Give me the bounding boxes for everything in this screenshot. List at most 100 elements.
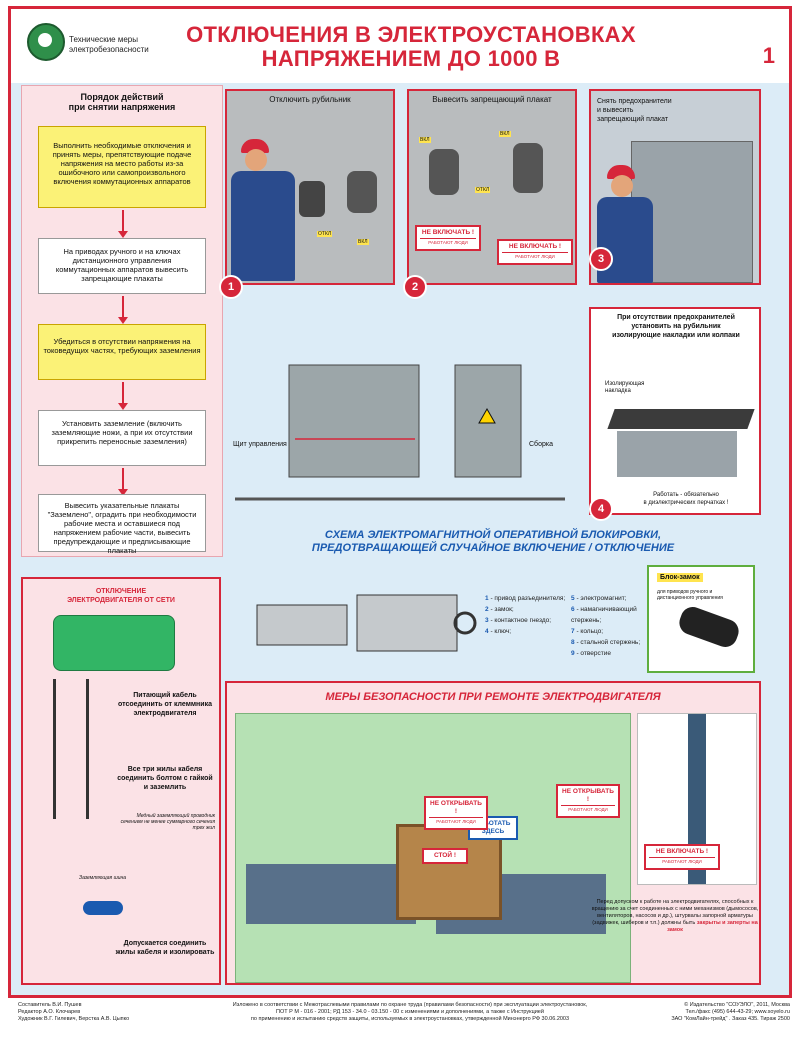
motor-title-2: ЭЛЕКТРОДВИГАТЕЛЯ ОТ СЕТИ xyxy=(67,597,175,604)
procedure-step-1: Выполнить необходимые отключения и приня… xyxy=(38,126,206,208)
panel4-caption: При отсутствии предохранителей установит… xyxy=(593,313,759,340)
repair-note: Перед допуском к работе на электродвигат… xyxy=(591,899,759,933)
procedure-title-1: Порядок действий xyxy=(80,92,164,102)
sign-no-open-2: НЕ ОТКРЫВАТЬ !РАБОТАЮТ ЛЮДИ xyxy=(556,784,620,818)
legend-item: 1 - привод разъединителя; xyxy=(485,595,566,602)
insulator-label: Изолирующая накладка xyxy=(605,381,645,394)
header: Технические меры электробезопасности ОТК… xyxy=(11,9,789,83)
panel-switch-off: Отключить рубильник ОТКЛ ВКЛ xyxy=(225,89,395,285)
p3-line3: запрещающий плакат xyxy=(597,116,669,123)
barrier-icon xyxy=(396,824,502,920)
legend-item: 8 - стальной стержень; xyxy=(571,639,641,646)
sign-text: НЕ ВКЛЮЧАТЬ ! xyxy=(508,243,562,250)
motor-title-1: ОТКЛЮЧЕНИЕ xyxy=(95,588,147,595)
panel3-caption: Снять предохранители и вывесить запрещаю… xyxy=(597,97,672,124)
switch-blades-icon xyxy=(617,431,737,477)
switch-handle-icon xyxy=(299,181,325,217)
valve-lock-image: НЕ ВКЛЮЧАТЬ !РАБОТАЮТ ЛЮДИ xyxy=(637,713,757,885)
sign-stop: СТОЙ ! xyxy=(422,848,468,864)
worker-body xyxy=(231,171,295,281)
pipe-icon xyxy=(688,714,706,884)
switchgear-diagram xyxy=(235,364,565,501)
insulating-cover-icon xyxy=(607,409,755,429)
badge-4: 4 xyxy=(589,497,613,521)
electric-motor-icon xyxy=(53,615,175,671)
sign-text: НЕ ВКЛЮЧАТЬ ! xyxy=(421,229,475,236)
repair-title: МЕРЫ БЕЗОПАСНОСТИ ПРИ РЕМОНТЕ ЭЛЕКТРОДВИ… xyxy=(325,691,661,703)
helmet-icon xyxy=(241,139,269,153)
badge-2: 2 xyxy=(403,275,427,299)
motor-text4: Заземляющая шина xyxy=(79,875,127,881)
panel1-caption: Отключить рубильник xyxy=(269,95,351,104)
sign-subtext: РАБОТАЮТ ЛЮДИ xyxy=(420,238,476,247)
p4-line3: изолирующие накладки или колпаки xyxy=(612,332,740,339)
lock-icon xyxy=(676,603,742,651)
brand-text: Технические меры электробезопасности xyxy=(69,35,149,55)
legend-item: 6 - намагничивающий стержень; xyxy=(571,606,637,624)
insulated-cable-icon xyxy=(83,901,123,915)
motor-text1: Питающий кабель отсоединить от клеммника… xyxy=(118,692,212,717)
p3-line1: Снять предохранители xyxy=(597,98,672,105)
sign-subtext: РАБОТАЮТ ЛЮДИ xyxy=(502,252,568,261)
p4-line2: установить на рубильник xyxy=(631,323,721,330)
worker-head xyxy=(245,149,267,171)
p4-note1: Работать - обязательно xyxy=(653,492,719,498)
helmet-icon xyxy=(607,165,635,179)
sign-do-not-switch-2: НЕ ВКЛЮЧАТЬ ! РАБОТАЮТ ЛЮДИ xyxy=(497,239,573,265)
procedure-title-2: при снятии напряжения xyxy=(68,102,176,112)
p3-line2: и вывесить xyxy=(597,107,634,114)
switch-on-tag: ВКЛ xyxy=(357,239,369,245)
legend-item: 7 - кольцо; xyxy=(571,628,604,635)
step-arrow xyxy=(118,468,128,496)
interlock-title: СХЕМА ЭЛЕКТРОМАГНИТНОЙ ОПЕРАТИВНОЙ БЛОКИ… xyxy=(225,529,761,555)
legend-item: 4 - ключ; xyxy=(485,628,512,635)
lock-label: Блок-замок xyxy=(657,573,703,582)
legend-item: 3 - контактное гнездо; xyxy=(485,617,552,624)
brand-line2: электробезопасности xyxy=(69,45,149,54)
brand-line1: Технические меры xyxy=(69,35,139,44)
pump-room-scene: СТОЙ ! РАБОТАТЬ ЗДЕСЬ НЕ ОТКРЫВАТЬ !РАБО… xyxy=(235,713,631,983)
switch-on-tag-2: ВКЛ xyxy=(499,131,511,137)
badge-1: 1 xyxy=(219,275,243,299)
badge-3: 3 xyxy=(589,247,613,271)
cable-icon xyxy=(53,679,89,819)
panel2-caption: Вывесить запрещающий плакат xyxy=(432,95,552,104)
high-voltage-icon xyxy=(478,407,496,424)
procedure-step-4: Установить заземление (включить заземляю… xyxy=(38,410,206,466)
legend-item: 5 - электромагнит; xyxy=(571,595,627,602)
brand-logo-icon xyxy=(27,23,65,61)
procedure-title: Порядок действий при снятии напряжения xyxy=(22,92,222,112)
switch-on-tag: ВКЛ xyxy=(419,137,431,143)
procedure-step-3: Убедиться в отсутствии напряжения на ток… xyxy=(38,324,206,380)
procedure-step-5: Вывесить указательные плакаты "Заземлено… xyxy=(38,494,206,555)
motor-text5: Допускается соединить жилы кабеля и изол… xyxy=(115,940,215,956)
lock-sub: для приводов ручного и дистанционного уп… xyxy=(657,589,723,601)
interlock-scheme xyxy=(256,594,477,652)
legend-col1: 1 - привод разъединителя; 2 - замок; 3 -… xyxy=(485,593,575,637)
panel-remove-fuses: Снять предохранители и вывесить запрещаю… xyxy=(589,89,761,285)
switch-icon-2 xyxy=(513,143,543,193)
switch-icon xyxy=(347,171,377,213)
step-arrow xyxy=(118,382,128,410)
procedure-column: Порядок действий при снятии напряжения В… xyxy=(21,85,223,557)
switch-off-tag: ОТКЛ xyxy=(475,187,491,193)
legend-item: 9 - отверстие xyxy=(571,650,611,657)
sign-do-not-switch: НЕ ВКЛЮЧАТЬ ! РАБОТАЮТ ЛЮДИ xyxy=(415,225,481,251)
worker-head xyxy=(611,175,633,197)
panel4-note: Работать - обязательно в диэлектрических… xyxy=(621,491,751,507)
procedure-step-2: На приводах ручного и на ключах дистанци… xyxy=(38,238,206,294)
interlock-title-1: СХЕМА ЭЛЕКТРОМАГНИТНОЙ ОПЕРАТИВНОЙ БЛОКИ… xyxy=(324,529,662,541)
motor-text3: Медный заземляющий проводник сечением не… xyxy=(120,813,215,831)
lock-body-shape xyxy=(256,604,348,646)
control-panel-shape xyxy=(288,364,420,478)
switch-icon xyxy=(429,149,459,195)
repair-panel: МЕРЫ БЕЗОПАСНОСТИ ПРИ РЕМОНТЕ ЭЛЕКТРОДВИ… xyxy=(225,681,761,985)
footer-legal: Изложено в соответствии с Межотраслевыми… xyxy=(232,1002,588,1022)
panel-hang-sign: Вывесить запрещающий плакат ВКЛ ВКЛ ОТКЛ… xyxy=(407,89,577,285)
switch-off-tag: ОТКЛ xyxy=(317,231,333,237)
interlock-title-2: ПРЕДОТВРАЩАЮЩЕЙ СЛУЧАЙНОЕ ВКЛЮЧЕНИЕ / ОТ… xyxy=(311,542,675,554)
title-line2: НАПРЯЖЕНИЕМ ДО 1000 В xyxy=(261,46,561,71)
control-panel-label: Щит управления xyxy=(233,441,287,448)
